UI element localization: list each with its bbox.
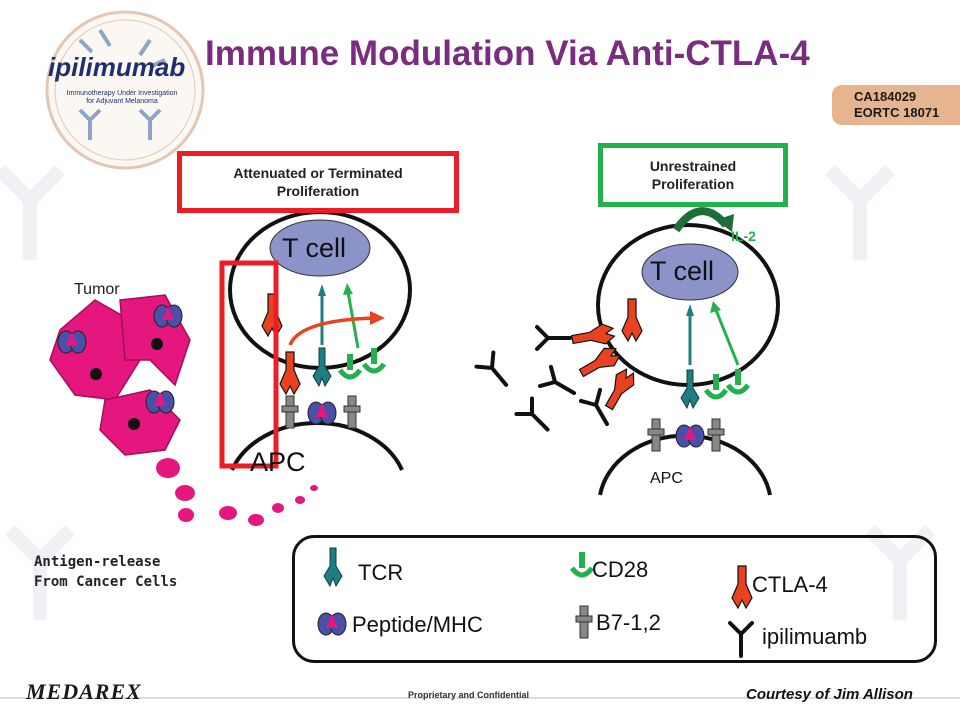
antigen-fragments bbox=[156, 458, 318, 526]
legend-b7-label: B7-1,2 bbox=[596, 610, 661, 635]
badge-line-1: CA184029 bbox=[854, 89, 917, 104]
right-cd28-signal-arrow bbox=[714, 309, 740, 366]
left-t-cell-label: T cell bbox=[282, 233, 347, 263]
left-ctla4-highlight-box bbox=[219, 260, 279, 469]
left-b7-b bbox=[343, 395, 361, 429]
right-peptide-mhc bbox=[675, 424, 705, 448]
attenuated-proliferation-label: Attenuated or Terminated Proliferation bbox=[233, 165, 403, 199]
right-t-cell bbox=[596, 223, 780, 387]
attenuated-proliferation-box: Attenuated or Terminated Proliferation bbox=[177, 151, 459, 213]
tumor-mhc-c bbox=[145, 390, 175, 414]
left-peptide-mhc bbox=[307, 401, 337, 425]
right-apc-label: APC bbox=[650, 470, 683, 487]
legend-peptide-mhc-label: Peptide/MHC bbox=[352, 612, 483, 637]
tumor-mhc-a bbox=[57, 330, 87, 354]
tumor-label: Tumor bbox=[74, 281, 120, 298]
study-badge: CA184029 EORTC 18071 bbox=[832, 85, 960, 125]
legend-cd28-label: CD28 bbox=[592, 557, 649, 582]
antigen-release-line-1: Antigen-release bbox=[34, 554, 161, 570]
legend bbox=[292, 535, 937, 663]
legend-ipilimumab-label: ipilimuamb bbox=[762, 624, 868, 649]
confidential-notice: Proprietary and Confidential bbox=[408, 690, 530, 700]
ipilimumab-antibodies bbox=[474, 325, 619, 437]
badge-line-2: EORTC 18071 bbox=[854, 105, 940, 120]
left-inhibition-arrow bbox=[288, 316, 376, 346]
il2-label: IL-2 bbox=[731, 228, 756, 244]
left-apc-label: APC bbox=[250, 447, 306, 477]
legend-tcr-label: TCR bbox=[358, 560, 404, 585]
right-t-cell-label: T cell bbox=[650, 256, 715, 286]
ipilimumab-logo bbox=[45, 10, 205, 170]
logo-tagline: Immunotherapy Under Investigation for Ad… bbox=[66, 90, 178, 105]
logo-wordmark: ipilimumab bbox=[48, 52, 186, 82]
legend-ctla4-label: CTLA-4 bbox=[752, 572, 828, 597]
medarex-logo: MEDAREX bbox=[26, 679, 142, 704]
unrestrained-proliferation-box: Unrestrained Proliferation bbox=[598, 143, 788, 207]
credit-line: Courtesy of Jim Allison bbox=[746, 686, 913, 703]
unrestrained-proliferation-label: Unrestrained Proliferation bbox=[649, 158, 737, 192]
antigen-release-line-2: From Cancer Cells bbox=[34, 574, 178, 590]
tumor-mhc-b bbox=[153, 304, 183, 328]
page-title: Immune Modulation Via Anti-CTLA-4 bbox=[205, 34, 810, 73]
